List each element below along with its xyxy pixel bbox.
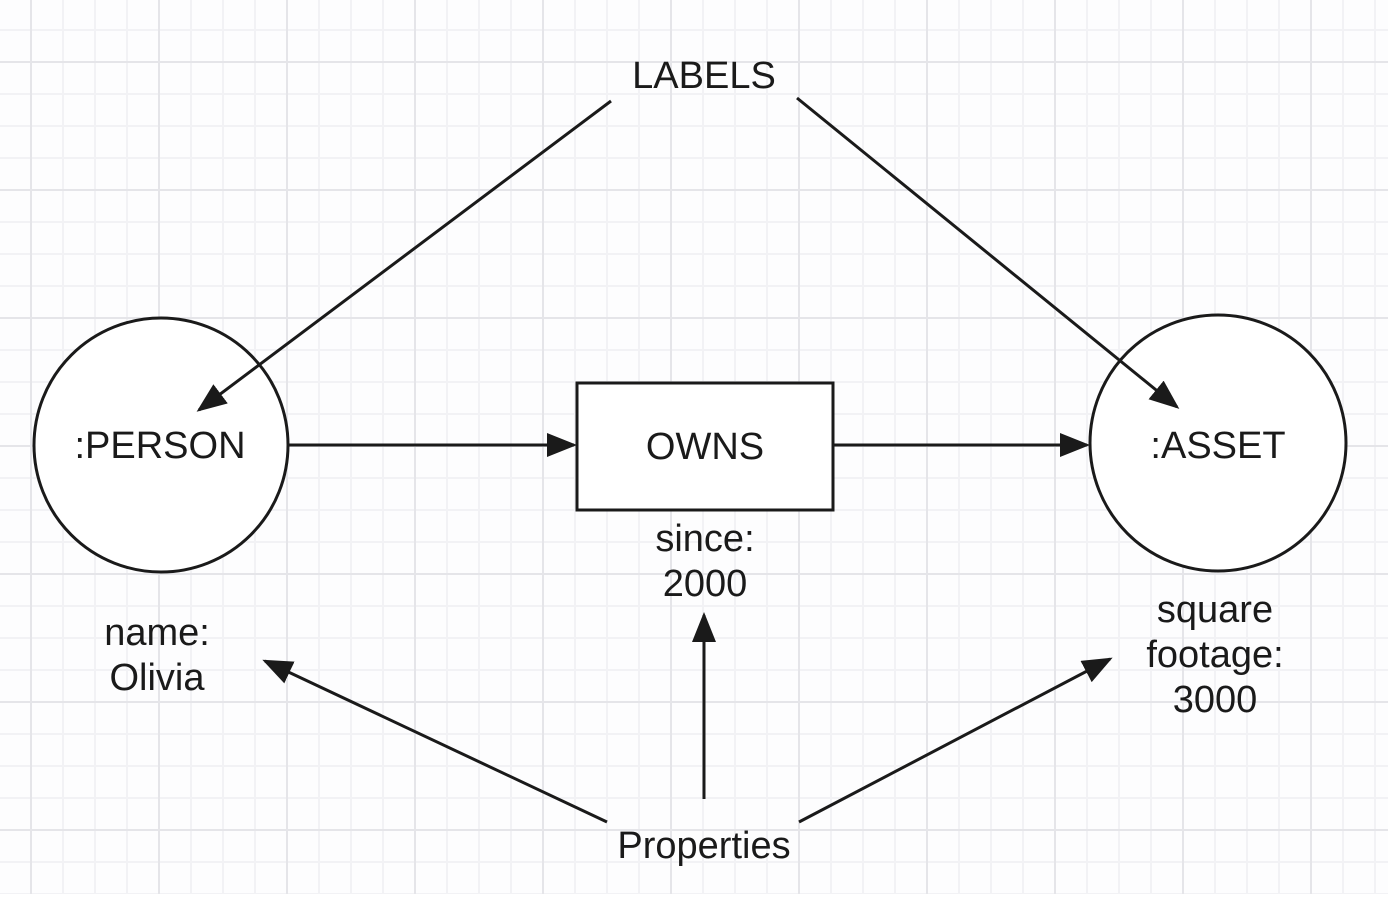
owns-property-line-1: since: [655,518,754,560]
asset-node-label: :ASSET [1150,425,1285,467]
owns-relationship-box [575,381,835,512]
arrow-labels-to-person [196,99,612,412]
asset-property-line-2: footage: [1146,634,1283,676]
properties-caption: Properties [617,825,790,867]
asset-property-line-1: square [1157,589,1273,631]
person-property-line-2: Olivia [109,657,205,699]
canvas-bottom-margin [0,894,1388,903]
arrow-properties-to-person-property [262,659,608,824]
arrow-labels-to-asset [796,96,1180,409]
person-node-label: :PERSON [74,425,245,467]
asset-property-line-3: 3000 [1173,679,1258,721]
arrow-properties-to-asset-property [798,657,1113,824]
asset-node-circle [1088,313,1348,573]
person-property-line-1: name: [104,612,210,654]
labels-caption: LABELS [632,55,776,97]
owns-relationship-label: OWNS [646,426,764,468]
owns-property-line-2: 2000 [663,563,748,605]
